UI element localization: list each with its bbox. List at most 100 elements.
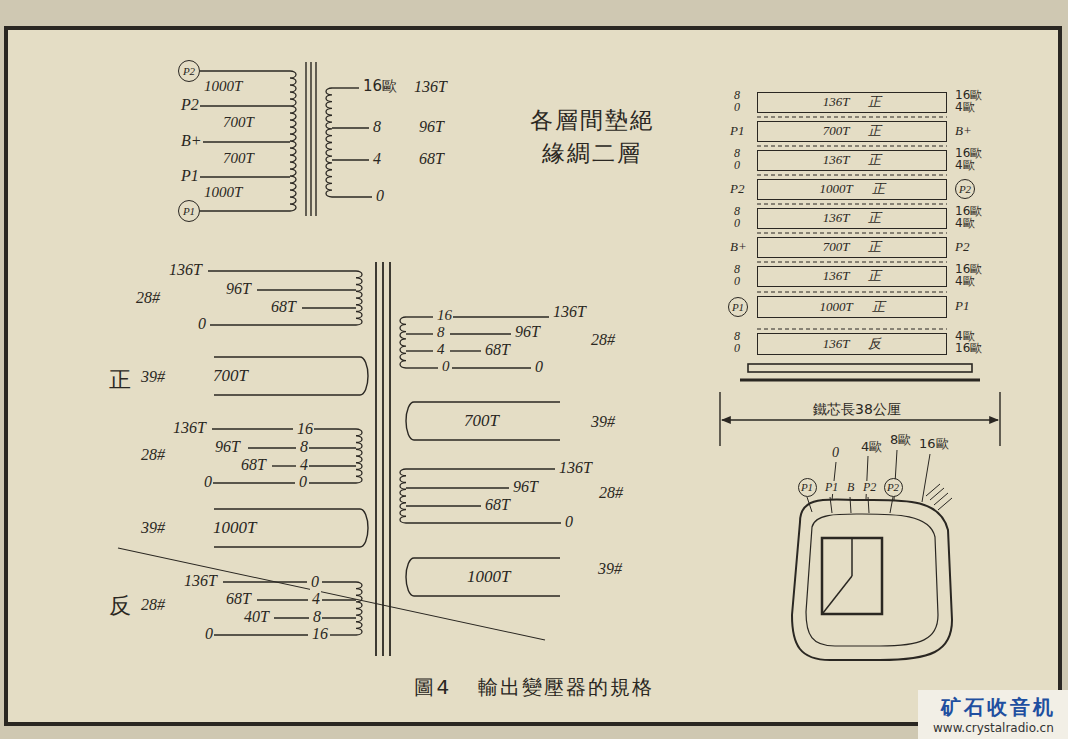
cjk-label: 16歐 bbox=[918, 437, 950, 451]
winding-label: P1 bbox=[180, 168, 200, 185]
winding-layer-box: 136T 正 bbox=[757, 92, 947, 113]
winding-label: 1000T bbox=[203, 185, 243, 201]
node-text: 136T 反 bbox=[823, 337, 882, 351]
winding-label: 96T bbox=[418, 119, 445, 136]
drawing-line bbox=[890, 497, 893, 513]
drawing-line bbox=[210, 324, 356, 325]
drawing-rect bbox=[748, 364, 972, 372]
cjk-label: 正 bbox=[108, 368, 132, 391]
winding-label: 0 bbox=[375, 188, 385, 205]
drawing-line bbox=[315, 62, 316, 216]
drawing-line bbox=[926, 484, 940, 496]
winding-label: 68T bbox=[484, 342, 511, 359]
winding-label: 136T bbox=[183, 573, 218, 590]
winding-label: 8 bbox=[299, 439, 309, 456]
drawing-line bbox=[999, 392, 1000, 446]
drawing-line bbox=[450, 350, 481, 351]
winding-label: 4 bbox=[372, 151, 382, 168]
drawing-line bbox=[757, 175, 947, 176]
cjk-label: 16歐 bbox=[954, 263, 983, 276]
drawing-line bbox=[807, 497, 812, 512]
winding-label: B+ bbox=[180, 133, 203, 150]
drawing-line bbox=[332, 87, 359, 88]
drawing-line bbox=[757, 117, 947, 118]
drawing-line bbox=[309, 482, 356, 483]
drawing-line bbox=[740, 379, 980, 382]
drawing-rect bbox=[822, 538, 882, 614]
winding-label: 16 bbox=[436, 308, 453, 324]
drawing-line bbox=[406, 487, 509, 488]
drawing-line bbox=[332, 196, 372, 197]
winding-layer-box: 700T 正 bbox=[757, 121, 947, 142]
drawing-path bbox=[806, 514, 938, 646]
drawing-path bbox=[406, 558, 560, 596]
drawing-line bbox=[322, 617, 356, 618]
drawing-line bbox=[302, 307, 356, 308]
drawing-line bbox=[257, 289, 356, 290]
winding-label: 700T bbox=[222, 151, 255, 167]
node-text: 700T 正 bbox=[823, 124, 882, 138]
coil-winding bbox=[400, 469, 406, 523]
drawing-line bbox=[332, 159, 369, 160]
note-text: 各層間墊絕緣綢二層 bbox=[525, 104, 659, 171]
winding-label: P1 bbox=[824, 481, 839, 494]
node-text: 1000T 正 bbox=[819, 300, 884, 314]
drawing-line bbox=[332, 127, 369, 128]
winding-label: 0 bbox=[733, 275, 741, 288]
node-text: P2 bbox=[959, 183, 971, 195]
coil-winding bbox=[400, 317, 406, 368]
winding-label: 28# bbox=[140, 447, 166, 464]
winding-layer-box: 136T 正 bbox=[757, 266, 947, 287]
watermark-title: 矿石收音机 bbox=[940, 697, 1057, 718]
cjk-label: 4歐 bbox=[954, 101, 976, 114]
winding-label: 1000T bbox=[466, 568, 511, 586]
winding-label: 96T bbox=[512, 479, 539, 496]
winding-label: 0 bbox=[310, 574, 320, 591]
drawing-path bbox=[792, 499, 952, 660]
drawing-line bbox=[406, 468, 555, 469]
winding-label: 96T bbox=[514, 324, 541, 341]
drawing-line bbox=[830, 497, 832, 513]
winding-layer-box: 136T 反 bbox=[757, 333, 947, 355]
drawing-line bbox=[118, 548, 545, 640]
cjk-label: 反 bbox=[108, 594, 132, 617]
drawing-line bbox=[200, 210, 290, 211]
drawing-line bbox=[406, 333, 433, 334]
drawing-line bbox=[322, 599, 356, 600]
winding-label: 0 bbox=[733, 101, 741, 114]
drawing-line bbox=[308, 428, 356, 429]
drawing-line bbox=[450, 333, 511, 334]
winding-label: B+ bbox=[729, 240, 748, 254]
drawing-line bbox=[851, 538, 853, 576]
drawing-line bbox=[406, 522, 561, 523]
terminal-circle: P2 bbox=[178, 60, 200, 82]
winding-label: 68T bbox=[418, 151, 445, 168]
winding-label: P2 bbox=[862, 481, 877, 494]
winding-label: 1000T bbox=[212, 519, 257, 537]
winding-label: 0 bbox=[197, 316, 207, 333]
cjk-label: 4歐 bbox=[954, 330, 976, 343]
node-text: P1 bbox=[801, 481, 813, 493]
node-text: 136T 正 bbox=[823, 153, 882, 167]
drawing-line bbox=[757, 204, 947, 205]
coil-winding bbox=[356, 429, 362, 483]
node-text: 136T 正 bbox=[823, 211, 882, 225]
drawing-line bbox=[200, 70, 290, 71]
winding-label: 0 bbox=[733, 159, 741, 172]
winding-label: 68T bbox=[484, 497, 511, 514]
cjk-label: 16歐 bbox=[362, 79, 398, 95]
cjk-label: 16歐 bbox=[954, 342, 983, 355]
winding-label: 39# bbox=[597, 561, 623, 578]
drawing-line bbox=[757, 233, 947, 234]
winding-layer-box: 136T 正 bbox=[757, 208, 947, 229]
winding-label: P1 bbox=[954, 299, 970, 313]
winding-layer-box: 1000T 正 bbox=[757, 296, 947, 318]
drawing-line bbox=[938, 498, 952, 510]
drawing-line bbox=[757, 292, 947, 293]
drawing-line bbox=[198, 105, 290, 106]
node-text: P2 bbox=[183, 65, 195, 77]
winding-label: 0 bbox=[298, 474, 308, 491]
winding-label: 28# bbox=[135, 290, 161, 307]
winding-label: 8 bbox=[733, 263, 741, 276]
page-frame bbox=[6, 28, 1060, 724]
